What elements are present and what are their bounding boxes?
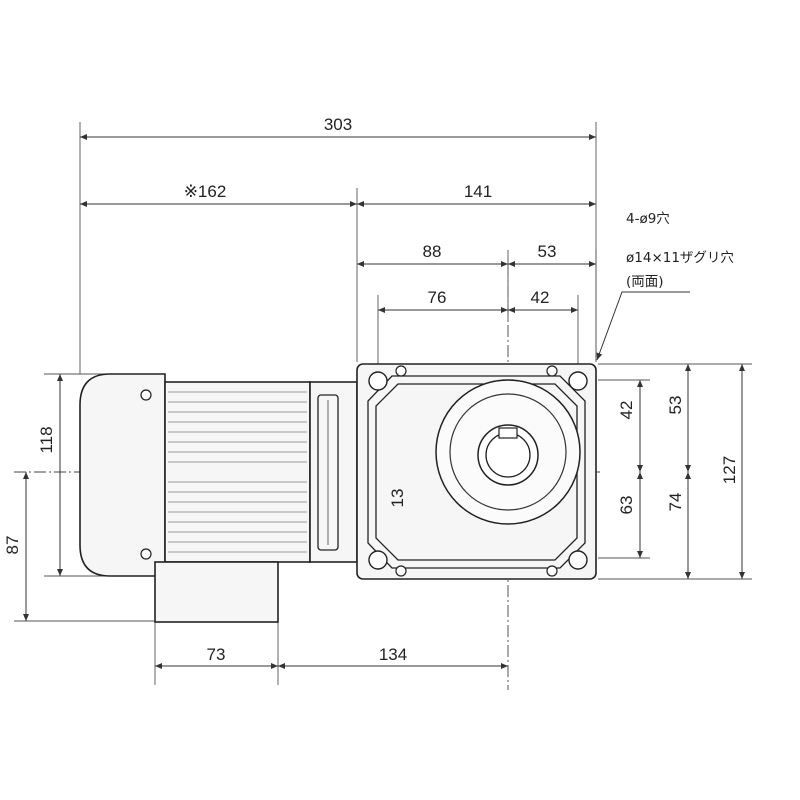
note-leader [596,291,690,361]
motor-frame [164,381,311,563]
dim-motor-length: ※162 [184,182,227,201]
dim-keyway: 13 [388,489,407,508]
dim-total-height-left: 118 [37,426,56,453]
note-holes: 4-ø9穴 [626,211,670,227]
output-shaft [435,379,581,525]
motor-flange [309,381,358,563]
dim-terminal-box-width: 73 [207,645,226,664]
dim-upper-bolt: 42 [617,401,636,420]
dim-lower-edge: 74 [666,493,685,512]
dim-right-to-center: 53 [538,242,557,261]
hole-notes: 4-ø9穴 ø14×11ザグリ穴 (両面) [626,211,734,290]
terminal-box [154,561,279,623]
note-counterbore: ø14×11ザグリ穴 [626,250,734,266]
dim-shaft-offset: 134 [379,645,407,664]
vertical-dimensions [23,364,745,621]
dim-left-to-center: 88 [423,242,442,261]
gearbox-housing [356,363,597,580]
dimension-labels: 303 ※162 141 88 53 76 42 73 134 118 87 1… [3,115,739,664]
horizontal-dimensions [80,134,596,669]
dim-upper-edge: 53 [666,396,685,415]
dim-bolt-left: 76 [428,288,447,307]
motor-end-cap [79,373,166,577]
note-both-sides: (両面) [626,274,664,290]
mounting-holes [368,365,588,577]
cooling-fins [168,391,307,553]
dim-lower-bolt: 63 [617,496,636,515]
dim-bolt-right: 42 [531,288,550,307]
dim-total-height-right: 127 [720,456,739,484]
dim-gearbox-length: 141 [464,182,492,201]
dim-foot-height: 87 [3,536,22,555]
dim-overall-length: 303 [324,115,352,134]
